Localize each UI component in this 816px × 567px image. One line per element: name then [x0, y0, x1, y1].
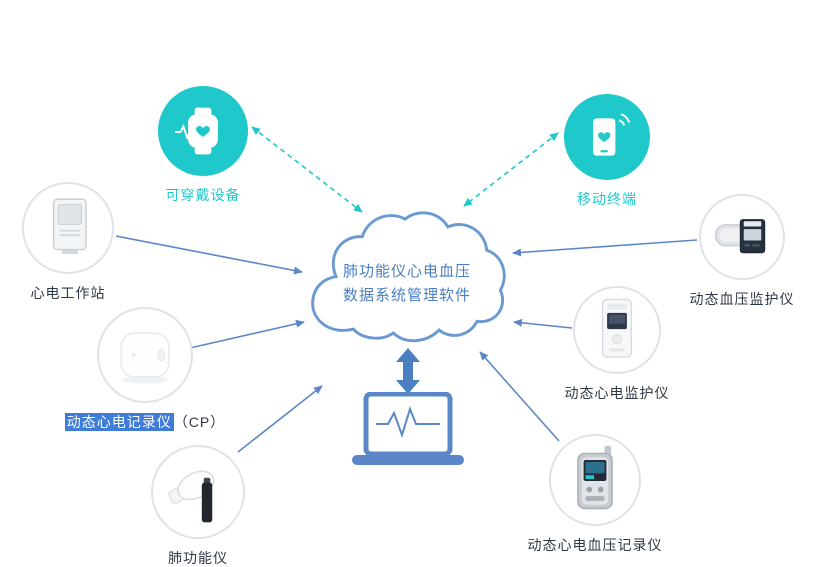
- node-wearable-device: 可穿戴设备: [122, 86, 284, 205]
- holter-recorder-label-selected: 动态心电记录仪: [64, 413, 174, 431]
- ecg-monitor-device-icon: [601, 298, 633, 358]
- laptop-workstation-icon: [352, 392, 464, 465]
- cloud-title-line1: 肺功能仪心电血压: [342, 263, 471, 280]
- node-ecg-bp-recorder: 动态心电血压记录仪: [490, 434, 700, 555]
- ecg-workstation-device-icon: [52, 198, 87, 255]
- node-mobile-terminal: 移动终端: [527, 94, 687, 209]
- ecg-workstation-circle: [22, 182, 114, 274]
- cloud-shape: [311, 211, 506, 343]
- node-ecg-monitor: 动态心电监护仪: [532, 286, 702, 403]
- wearable-label: 可穿戴设备: [165, 187, 241, 203]
- ecg-workstation-label: 心电工作站: [30, 285, 106, 301]
- node-spirometer: 肺功能仪: [118, 445, 278, 567]
- cloud-server: 肺功能仪心电血压 数据系统管理软件: [300, 202, 514, 354]
- ecg-monitor-circle: [573, 286, 661, 374]
- spirometer-device-icon: [168, 470, 215, 523]
- smartphone-icon: [593, 113, 631, 156]
- holter-recorder-label: 动态心电记录仪（CP）: [64, 412, 226, 432]
- mobile-label: 移动终端: [577, 191, 637, 207]
- arrow-workstation-to-cloud: [115, 235, 303, 275]
- holter-recorder-device-icon: [120, 332, 170, 384]
- bp-monitor-label: 动态血压监护仪: [689, 291, 795, 307]
- node-holter-recorder: 动态心电记录仪（CP）: [30, 307, 260, 432]
- node-bp-monitor: 动态血压监护仪: [657, 194, 816, 309]
- ecg-bp-recorder-device-icon: [577, 445, 613, 510]
- bp-monitor-circle: [699, 194, 785, 280]
- ecg-bp-recorder-label: 动态心电血压记录仪: [527, 537, 663, 553]
- mobile-circle: [564, 94, 650, 180]
- bp-monitor-device-icon: [715, 219, 766, 254]
- cloud-laptop-sync-arrow: [396, 348, 420, 394]
- spirometer-label: 肺功能仪: [168, 550, 228, 566]
- ecg-monitor-label: 动态心电监护仪: [564, 385, 670, 401]
- spirometer-circle: [151, 445, 245, 539]
- holter-recorder-label-suffix: （CP）: [173, 414, 226, 430]
- cloud-title: 肺功能仪心电血压 数据系统管理软件: [300, 202, 514, 354]
- ecg-bp-recorder-circle: [549, 434, 641, 526]
- node-ecg-workstation: 心电工作站: [0, 182, 143, 303]
- wearable-circle: [158, 86, 248, 176]
- holter-recorder-circle: [97, 307, 193, 403]
- smartwatch-icon: [175, 107, 218, 155]
- cloud-title-line2: 数据系统管理软件: [342, 287, 471, 304]
